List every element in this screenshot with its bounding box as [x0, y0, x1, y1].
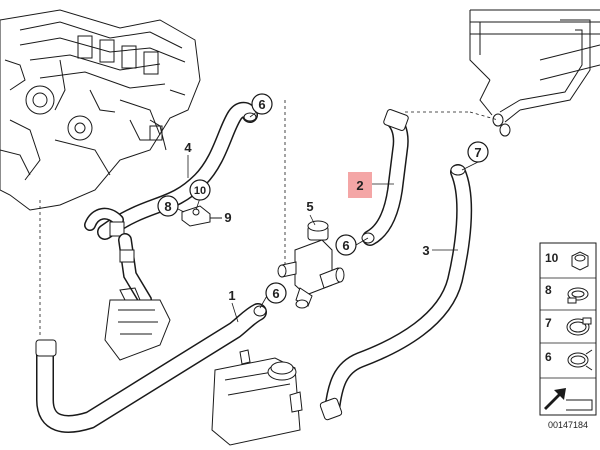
- svg-text:5: 5: [306, 199, 313, 214]
- legend-item-6: 6: [545, 349, 593, 371]
- hose-2: [361, 109, 409, 246]
- hose-4: [84, 101, 258, 240]
- callout-2-highlighted: 2: [348, 172, 372, 198]
- svg-text:7: 7: [545, 316, 552, 330]
- callout-1: 1: [228, 288, 235, 303]
- svg-text:8: 8: [164, 199, 171, 214]
- hose-3: [319, 164, 473, 421]
- svg-text:10: 10: [545, 251, 559, 265]
- parts-legend: 10 8 7 6: [539, 242, 597, 416]
- callout-3: 3: [422, 243, 429, 258]
- hose-clip-icon: [567, 287, 589, 304]
- bracket-9: [181, 205, 222, 227]
- svg-text:6: 6: [545, 350, 552, 364]
- callout-6-top: 6: [251, 93, 273, 115]
- svg-text:6: 6: [272, 286, 279, 301]
- callout-5: 5: [306, 199, 313, 214]
- part-number-label: 00147184: [548, 420, 588, 430]
- callout-6-low: 6: [265, 282, 287, 304]
- spring-clamp-icon: [567, 349, 593, 371]
- heater-core: [469, 9, 600, 137]
- engine-block: [0, 9, 201, 211]
- auxiliary-water-pump: [277, 220, 345, 309]
- svg-text:8: 8: [545, 283, 552, 297]
- svg-text:4: 4: [184, 140, 192, 155]
- callout-8: 8: [157, 195, 179, 217]
- callout-6-mid: 6: [335, 234, 357, 256]
- svg-text:2: 2: [356, 178, 363, 193]
- hex-nut-icon: [571, 251, 589, 271]
- expansion-tank: [211, 349, 303, 446]
- legend-item-7: 7: [545, 316, 592, 336]
- svg-text:6: 6: [342, 238, 349, 253]
- hose-1: [35, 303, 267, 433]
- svg-text:7: 7: [474, 145, 481, 160]
- arrow-icon: [544, 388, 593, 411]
- callout-4: 4: [184, 140, 192, 155]
- callout-9: 9: [224, 210, 231, 225]
- svg-text:3: 3: [422, 243, 429, 258]
- hose-clamp-icon: [566, 317, 592, 336]
- svg-text:6: 6: [258, 97, 265, 112]
- svg-text:1: 1: [228, 288, 235, 303]
- lower-bracket: [104, 287, 171, 361]
- svg-text:9: 9: [224, 210, 231, 225]
- callout-10: 10: [189, 179, 211, 201]
- legend-item-10: 10: [545, 251, 589, 271]
- legend-item-8: 8: [545, 283, 589, 304]
- svg-text:10: 10: [194, 185, 206, 197]
- callout-7: 7: [467, 141, 489, 163]
